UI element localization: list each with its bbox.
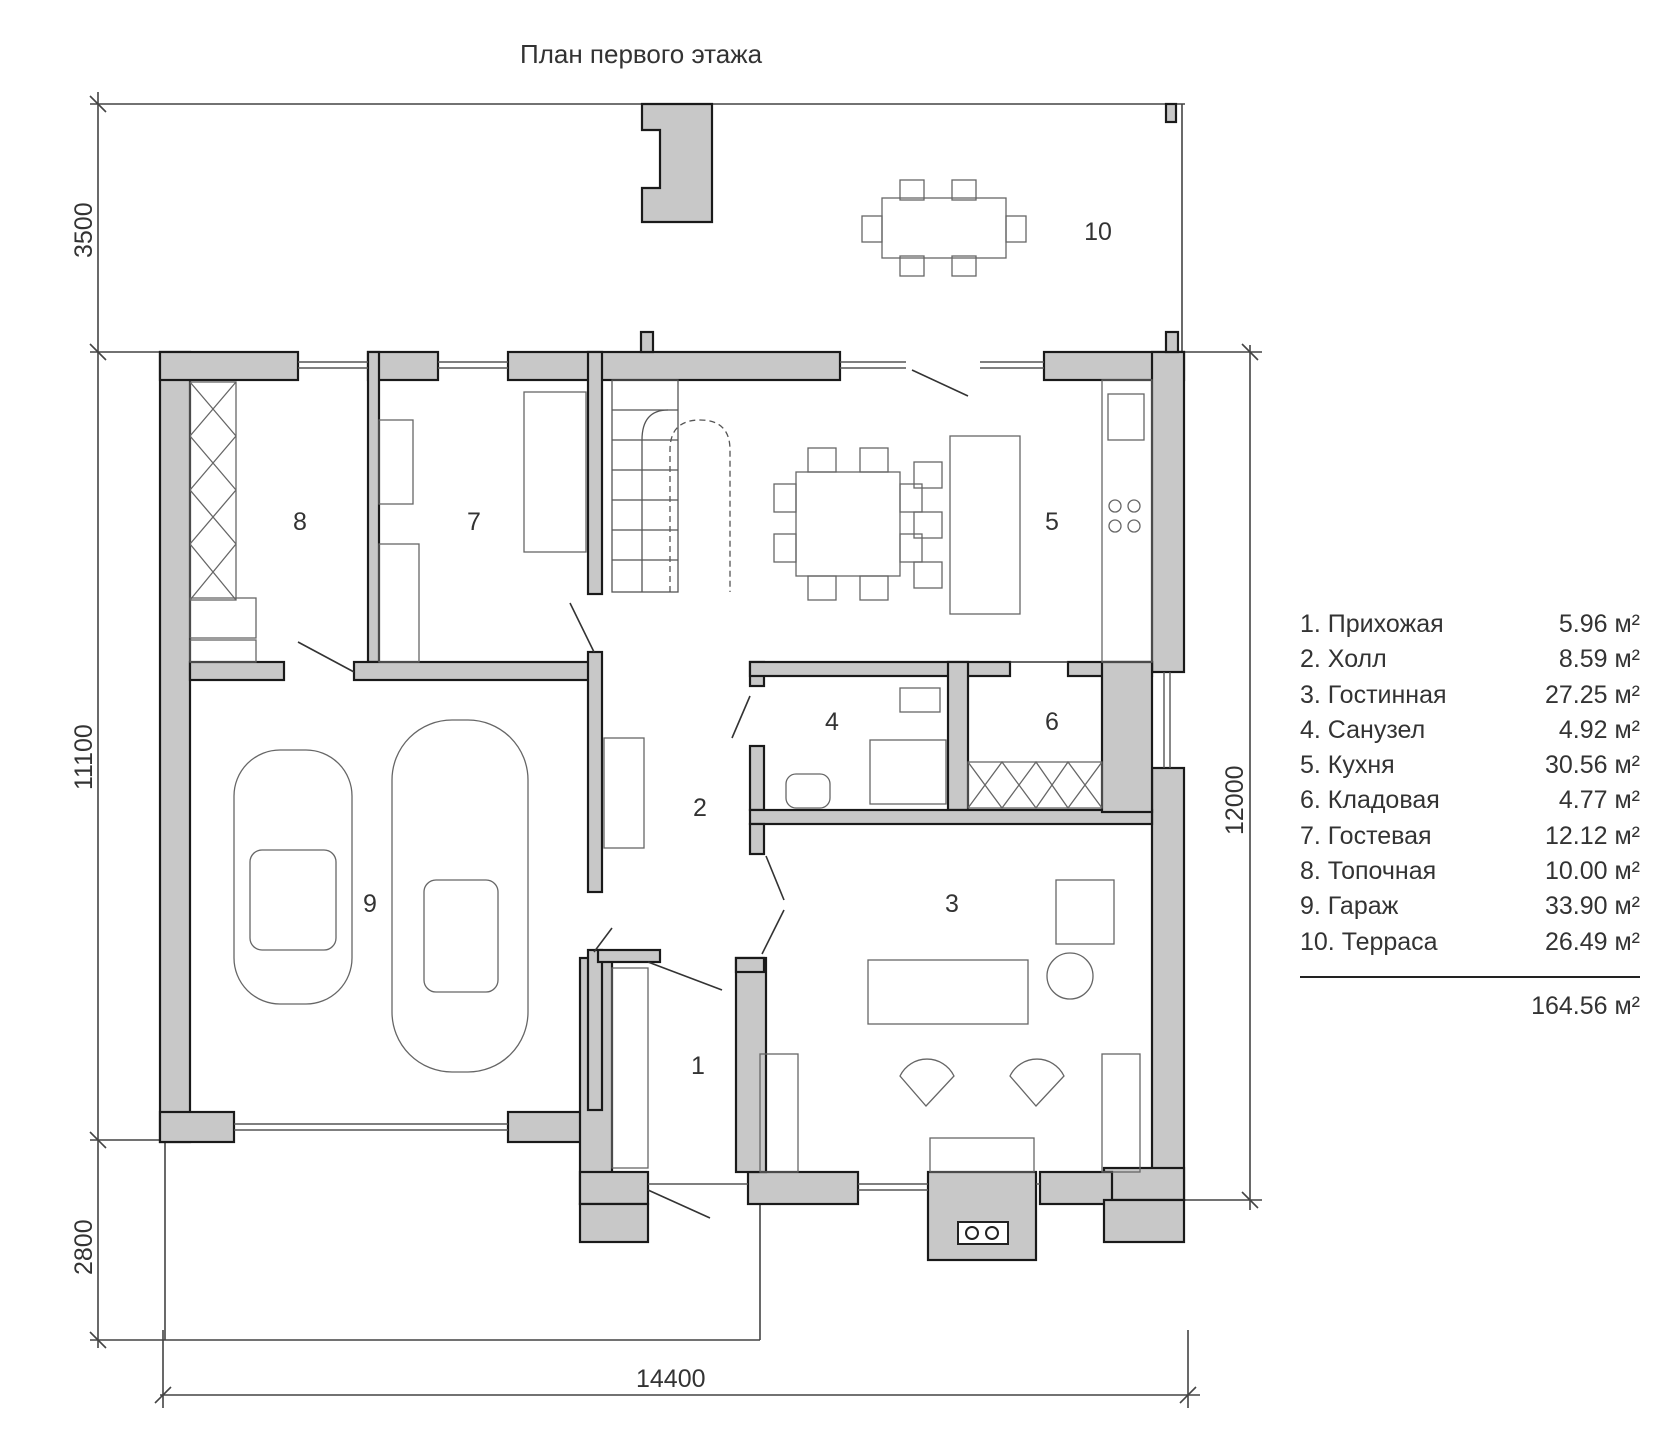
room-number-3: 3 bbox=[945, 890, 959, 918]
legend-room-name: 7. Гостевая bbox=[1300, 821, 1432, 850]
legend-room-name: 6. Кладовая bbox=[1300, 786, 1440, 815]
legend-room-name: 10. Терраса bbox=[1300, 927, 1438, 956]
legend-room-area: 30.56 м² bbox=[1544, 751, 1640, 780]
room-number-10: 10 bbox=[1084, 218, 1112, 246]
legend-room-area: 8.59 м² bbox=[1558, 645, 1640, 674]
area-legend: 1. Прихожая 5.96 м² 2. Холл 8.59 м² 3. Гос… bbox=[1300, 607, 1640, 1021]
legend-row: 10. Терраса 26.49 м² bbox=[1300, 925, 1640, 960]
walls bbox=[158, 102, 1186, 1262]
legend-row: 8. Топочная 10.00 м² bbox=[1300, 854, 1640, 889]
legend-room-area: 26.49 м² bbox=[1544, 927, 1640, 956]
legend-room-name: 1. Прихожая bbox=[1300, 610, 1444, 638]
room-numbers: 1 2 3 4 5 6 7 8 9 10 bbox=[293, 218, 1112, 1080]
legend-room-area: 4.92 м² bbox=[1558, 715, 1640, 744]
room-number-1: 1 bbox=[691, 1052, 705, 1080]
staircase bbox=[611, 379, 731, 593]
legend-total-area: 164.56 м² bbox=[1531, 991, 1640, 1020]
legend-room-area: 4.77 м² bbox=[1558, 786, 1640, 815]
room-number-8: 8 bbox=[293, 508, 307, 536]
room-number-9: 9 bbox=[363, 890, 377, 918]
legend-room-name: 4. Санузел bbox=[1300, 715, 1426, 744]
legend-row: 4. Санузел 4.92 м² bbox=[1300, 713, 1640, 748]
dim-left-main: 11100 bbox=[70, 724, 98, 790]
room-number-5: 5 bbox=[1045, 508, 1059, 536]
legend-room-area: 5.96 м² bbox=[1558, 610, 1640, 638]
legend-row: 9. Гараж 33.90 м² bbox=[1300, 889, 1640, 924]
dimension-lines bbox=[89, 92, 1262, 1408]
legend-row: 1. Прихожая 5.96 м² bbox=[1300, 607, 1640, 642]
legend-room-area: 27.25 м² bbox=[1544, 680, 1640, 709]
dim-porch-depth: 2800 bbox=[70, 1219, 98, 1275]
legend-row: 2. Холл 8.59 м² bbox=[1300, 642, 1640, 677]
doors bbox=[297, 369, 1068, 1219]
room-number-2: 2 bbox=[693, 794, 707, 822]
legend-row: 5. Кухня 30.56 м² bbox=[1300, 748, 1640, 783]
legend-room-name: 9. Гараж bbox=[1300, 892, 1399, 921]
legend-room-area: 10.00 м² bbox=[1544, 857, 1640, 886]
legend-divider bbox=[1300, 975, 1640, 978]
dim-terrace-depth: 3500 bbox=[70, 202, 98, 258]
legend-row: 6. Кладовая 4.77 м² bbox=[1300, 783, 1640, 818]
legend-room-name: 8. Топочная bbox=[1300, 857, 1437, 886]
room-number-6: 6 bbox=[1045, 708, 1059, 736]
dim-right-main: 12000 bbox=[1221, 765, 1249, 835]
legend-room-name: 3. Гостинная bbox=[1300, 680, 1447, 709]
legend-room-area: 12.12 м² bbox=[1544, 821, 1640, 850]
furniture bbox=[189, 179, 1153, 1173]
room-number-7: 7 bbox=[467, 508, 481, 536]
room-number-4: 4 bbox=[825, 708, 839, 736]
legend-room-name: 5. Кухня bbox=[1300, 751, 1395, 780]
windows bbox=[234, 361, 1171, 1191]
legend-room-area: 33.90 м² bbox=[1544, 892, 1640, 921]
legend-room-name: 2. Холл bbox=[1300, 645, 1387, 674]
fireplace-grate bbox=[957, 1221, 1009, 1245]
dim-overall-width: 14400 bbox=[636, 1365, 706, 1393]
legend-row: 3. Гостинная 27.25 м² bbox=[1300, 678, 1640, 713]
legend-row: 7. Гостевая 12.12 м² bbox=[1300, 819, 1640, 854]
plan-title: План первого этажа bbox=[520, 39, 763, 69]
